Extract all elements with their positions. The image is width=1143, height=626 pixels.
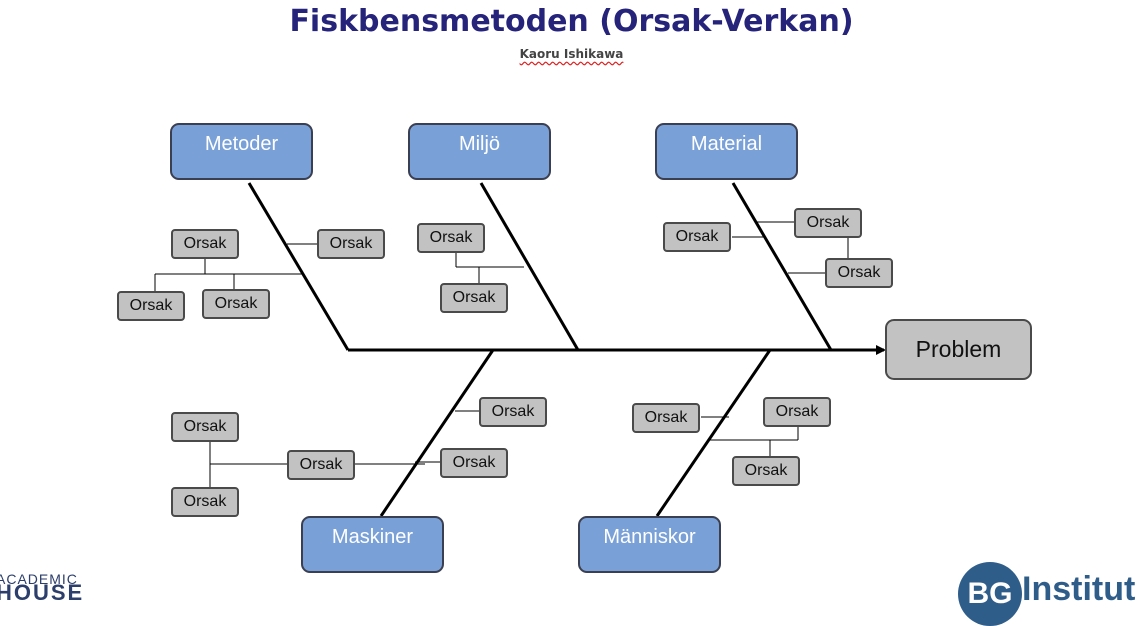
bone-manniskor <box>655 349 772 517</box>
bone-maskiner <box>379 349 495 517</box>
logo-right-word: Institut <box>1022 570 1136 608</box>
cause-box: Orsak <box>440 448 508 478</box>
cause-box: Orsak <box>479 397 547 427</box>
page-subtitle: Kaoru Ishikawa <box>0 47 1143 61</box>
bone-miljo <box>479 182 580 351</box>
material-branches <box>732 221 849 274</box>
cause-box: Orsak <box>171 229 239 259</box>
cause-box: Orsak <box>171 487 239 517</box>
cause-box: Orsak <box>171 412 239 442</box>
cause-box: Orsak <box>732 456 800 486</box>
cause-box: Orsak <box>202 289 270 319</box>
cause-box: Orsak <box>663 222 731 252</box>
maskiner-branches <box>209 410 479 487</box>
fishbone-lines <box>154 182 886 517</box>
cause-box: Orsak <box>825 258 893 288</box>
cause-box: Orsak <box>287 450 355 480</box>
manniskor-branches <box>701 416 799 456</box>
cause-box: Orsak <box>117 291 185 321</box>
cause-box: Orsak <box>763 397 831 427</box>
category-manniskor: Människor <box>578 516 721 573</box>
metoder-branches <box>154 243 317 291</box>
miljo-branches <box>455 253 524 283</box>
cause-box: Orsak <box>632 403 700 433</box>
bone-metoder <box>247 182 350 351</box>
academic-house-logo: ACADEMIC HOUSE <box>0 571 85 605</box>
logo-left-line2: HOUSE <box>0 580 85 605</box>
logo-left-line1: ACADEMIC <box>0 571 78 587</box>
category-metoder: Metoder <box>170 123 313 180</box>
cause-box: Orsak <box>794 208 862 238</box>
cause-box: Orsak <box>317 229 385 259</box>
category-maskiner: Maskiner <box>301 516 444 573</box>
logo-right-mark: BG <box>958 562 1022 626</box>
cause-box: Orsak <box>417 223 485 253</box>
category-miljo: Miljö <box>408 123 551 180</box>
category-material: Material <box>655 123 798 180</box>
page-title: Fiskbensmetoden (Orsak-Verkan) <box>289 4 854 39</box>
bone-material <box>731 182 833 351</box>
problem-box: Problem <box>885 319 1032 380</box>
cause-box: Orsak <box>440 283 508 313</box>
subtitle-text: Kaoru Ishikawa <box>519 47 624 61</box>
